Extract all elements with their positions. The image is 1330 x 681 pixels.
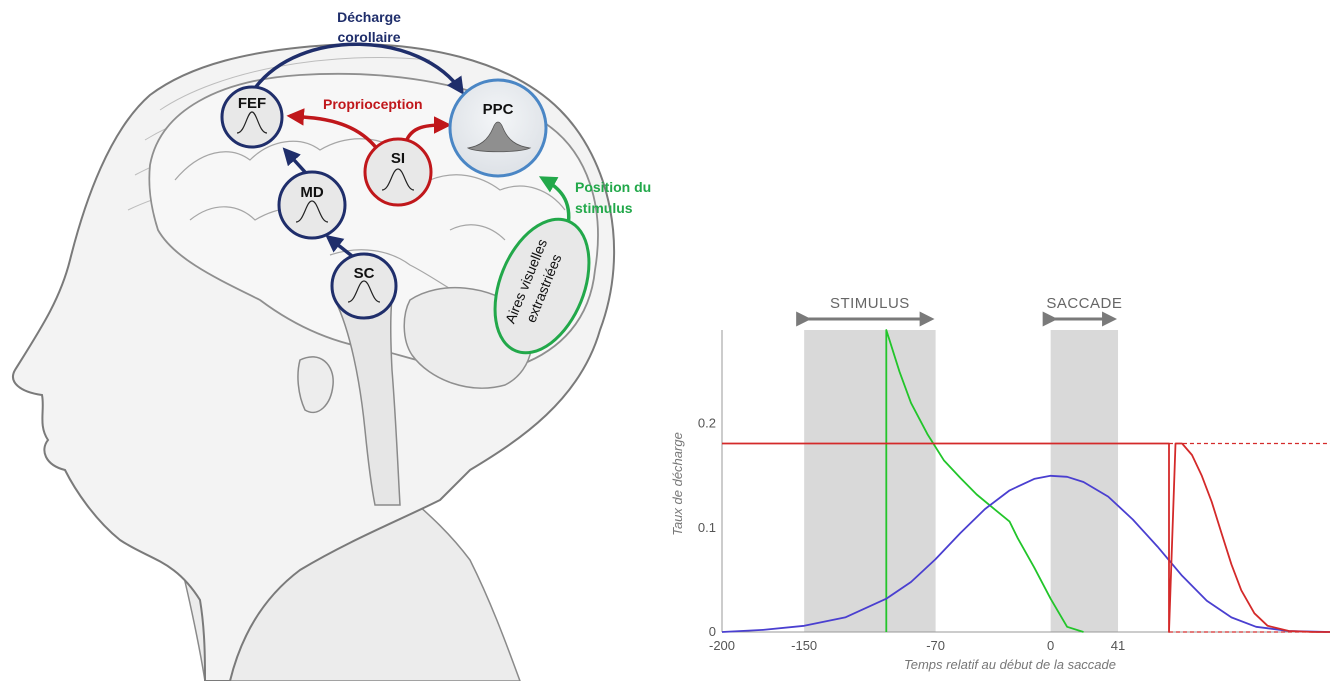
band-label-0: STIMULUS xyxy=(830,295,910,312)
node-si: SI xyxy=(363,137,433,207)
node-sc: SC xyxy=(330,252,398,320)
node-ppc: PPC xyxy=(448,78,548,178)
node-md-label: MD xyxy=(300,184,323,201)
node-fef: FEF xyxy=(220,85,284,149)
band-1 xyxy=(1050,330,1119,632)
tuning-curve-icon xyxy=(236,111,268,134)
x-tick-label: 0 xyxy=(1047,638,1054,653)
chart-series xyxy=(721,329,1330,633)
brainstem xyxy=(333,278,401,506)
x-tick-label: -150 xyxy=(791,638,817,653)
x-tick-label: 41 xyxy=(1111,638,1125,653)
head-illustration xyxy=(12,43,616,681)
efference-label-line2: corollaire xyxy=(337,29,400,45)
x-axis-title: Temps relatif au début de la saccade xyxy=(904,657,1116,672)
band-0 xyxy=(804,330,936,632)
node-fef-label: FEF xyxy=(238,95,266,112)
node-si-label: SI xyxy=(391,150,405,167)
series-line-0 xyxy=(885,329,1084,633)
si-to-fef-arrow xyxy=(286,108,380,152)
corollary-discharge-arrow xyxy=(253,42,464,95)
stimulus-position-line1: Position du xyxy=(575,179,651,195)
y-tick-label: 0 xyxy=(709,624,716,639)
sc-to-md-arrow xyxy=(325,234,354,258)
y-tick-label: 0.2 xyxy=(698,416,716,431)
brain-gyri xyxy=(174,138,576,301)
2d-gaussian-icon xyxy=(466,121,532,153)
tuning-curve-icon xyxy=(347,280,381,303)
proprioception-label: Proprioception xyxy=(323,96,423,112)
x-tick-label: -200 xyxy=(709,638,735,653)
stimulus-position-line2: stimulus xyxy=(575,200,633,216)
chart-bands: STIMULUS SACCADE xyxy=(796,295,1122,632)
y-axis-title: Taux de décharge xyxy=(670,432,685,536)
chart-ticks: -200 -150 -70 0 41 0 0.1 0.2 xyxy=(698,416,1125,653)
band-label-1: SACCADE xyxy=(1046,295,1122,312)
tuning-curve-icon xyxy=(295,200,329,223)
node-visual-areas: Aires visuelles extrastriées xyxy=(493,217,591,355)
firing-rate-chart: STIMULUS SACCADE -200 -150 -70 0 41 0 0.1 0.2 Te… xyxy=(670,295,1330,672)
node-md: MD xyxy=(277,170,347,240)
tuning-curve-icon xyxy=(381,168,415,191)
x-tick-label: -70 xyxy=(926,638,945,653)
md-to-fef-arrow xyxy=(282,147,307,174)
node-ppc-label: PPC xyxy=(483,101,514,118)
y-tick-label: 0.1 xyxy=(698,520,716,535)
node-sc-label: SC xyxy=(354,265,375,282)
series-line-2 xyxy=(722,442,1330,633)
series-line-1 xyxy=(721,474,1330,633)
efference-label-line1: Décharge xyxy=(337,9,401,25)
ear xyxy=(297,356,334,414)
